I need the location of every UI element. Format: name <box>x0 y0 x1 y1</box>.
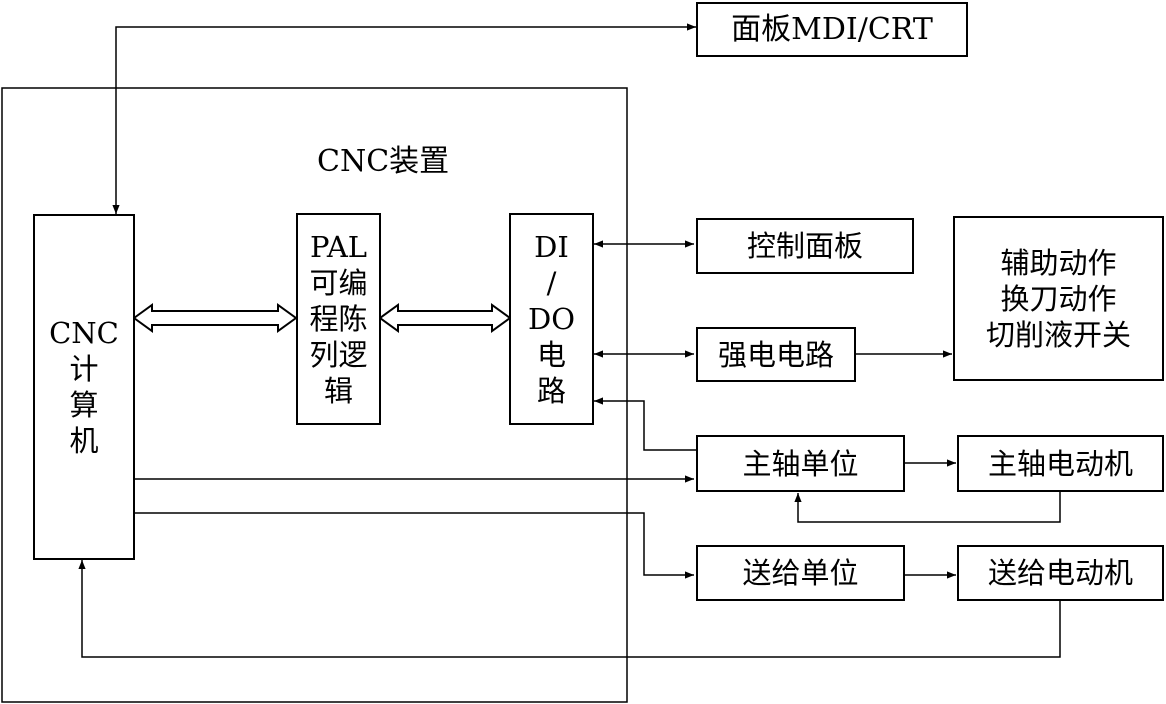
dido-line: DO <box>527 302 576 336</box>
spindle-motor-feedback-line <box>794 491 1061 523</box>
pal-line: PAL <box>309 230 368 264</box>
mdi-link-line <box>112 23 696 214</box>
pal-line: 可编 <box>309 266 368 300</box>
feed-motor-feedback-line <box>78 560 1061 658</box>
pal-line: 列逻 <box>309 338 368 372</box>
panel-mdi-crt-block: 面板MDI/CRT <box>696 2 968 57</box>
aux-action-line: 切削液开关 <box>985 317 1131 352</box>
dido-line: 路 <box>536 374 566 408</box>
feed-motor-block: 送给电动机 <box>957 545 1164 601</box>
bus-arrow-pal-dido <box>378 303 512 333</box>
dido-line: DI <box>534 230 569 264</box>
dido-line: / <box>546 266 557 300</box>
dido-circuit-block: DI / DO 电 路 <box>509 213 594 425</box>
pal-line: 辑 <box>323 374 353 408</box>
aux-action-line: 辅助动作 <box>1000 245 1117 280</box>
cnc-computer-block: CNC 计 算 机 <box>33 214 135 560</box>
spindle-unit-block: 主轴单位 <box>696 435 905 492</box>
pal-block: PAL 可编 程陈 列逻 辑 <box>296 213 381 425</box>
spindle-motor-block: 主轴电动机 <box>957 435 1164 492</box>
pal-line: 程陈 <box>309 302 368 336</box>
cnc-computer-line: 计 <box>69 352 99 386</box>
cnc-feed-line <box>134 512 694 579</box>
control-panel-block: 控制面板 <box>696 218 914 274</box>
device-title: CNC装置 <box>317 144 450 179</box>
aux-actions-block: 辅助动作 换刀动作 切削液开关 <box>953 216 1164 381</box>
spindle-dido-feedback-line <box>594 397 696 451</box>
power-circuit-block: 强电电路 <box>696 327 856 382</box>
aux-action-line: 换刀动作 <box>1000 281 1117 316</box>
cnc-computer-line: 算 <box>69 388 99 422</box>
dido-line: 电 <box>536 338 566 372</box>
cnc-computer-line: CNC <box>49 316 119 350</box>
feed-unit-block: 送给单位 <box>696 545 905 601</box>
bus-arrow-cnc-pal <box>132 303 298 333</box>
cnc-computer-line: 机 <box>69 424 99 458</box>
